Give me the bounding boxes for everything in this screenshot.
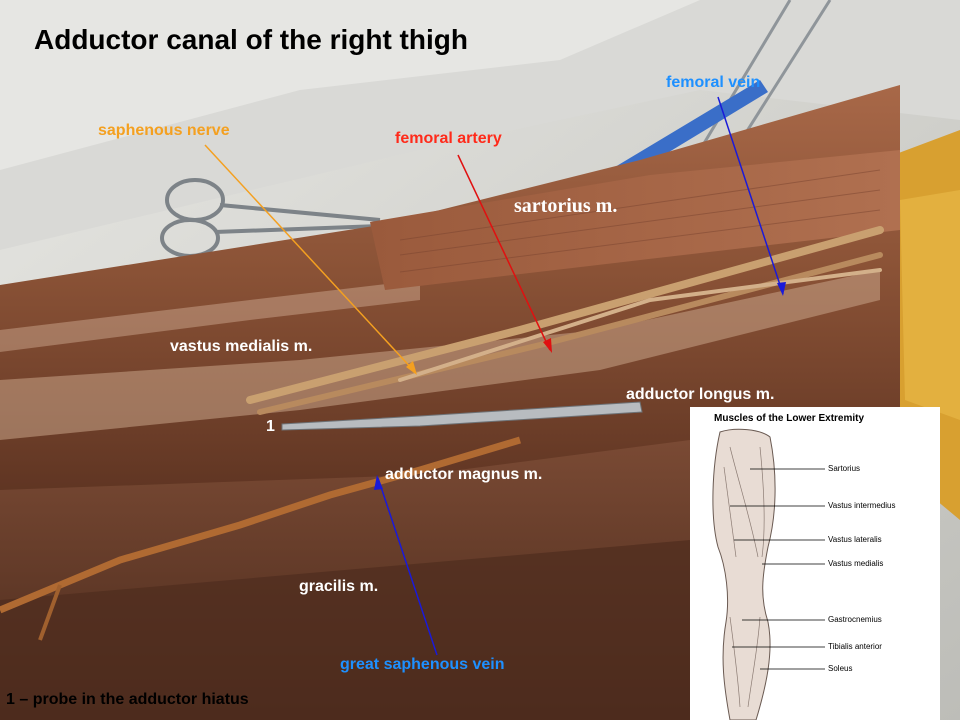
inset-label-gastrocnemius: Gastrocnemius [828,615,882,624]
inset-label-vastus-intermedius: Vastus intermedius [828,501,896,510]
inset-label-tibialis-anterior: Tibialis anterior [828,642,882,651]
label-adductor-longus: adductor longus m. [626,386,775,403]
page-title: Adductor canal of the right thigh [34,24,468,55]
pointer-arrows [204,96,786,656]
inset-diagram: Muscles of the Lower Extremity Sartorius… [690,407,940,720]
label-probe-number: 1 [266,418,275,435]
label-vastus-medialis: vastus medialis m. [170,338,313,355]
label-great-saphenous-vein: great saphenous vein [340,656,505,673]
label-adductor-magnus: adductor magnus m. [385,466,543,483]
label-sartorius: sartorius m. [514,195,618,217]
label-gracilis: gracilis m. [299,578,379,595]
label-femoral-vein: femoral vein [666,74,761,91]
inset-label-vastus-medialis: Vastus medialis [828,559,884,568]
inset-label-soleus: Soleus [828,664,853,673]
inset-label-sartorius: Sartorius [828,464,861,473]
great-saphenous-vein-vessel [0,436,522,614]
caption: 1 – probe in the adductor hiatus [6,691,249,708]
scissors [160,178,381,258]
inset-title: Muscles of the Lower Extremity [714,413,865,424]
leg-illustration [712,428,825,720]
forceps [698,0,832,151]
inset-label-vastus-lateralis: Vastus lateralis [828,535,882,544]
vessels [246,226,884,415]
label-saphenous-nerve: saphenous nerve [98,122,230,139]
probe [281,401,643,431]
sartorius-muscle [370,150,900,290]
label-femoral-artery: femoral artery [395,130,502,147]
